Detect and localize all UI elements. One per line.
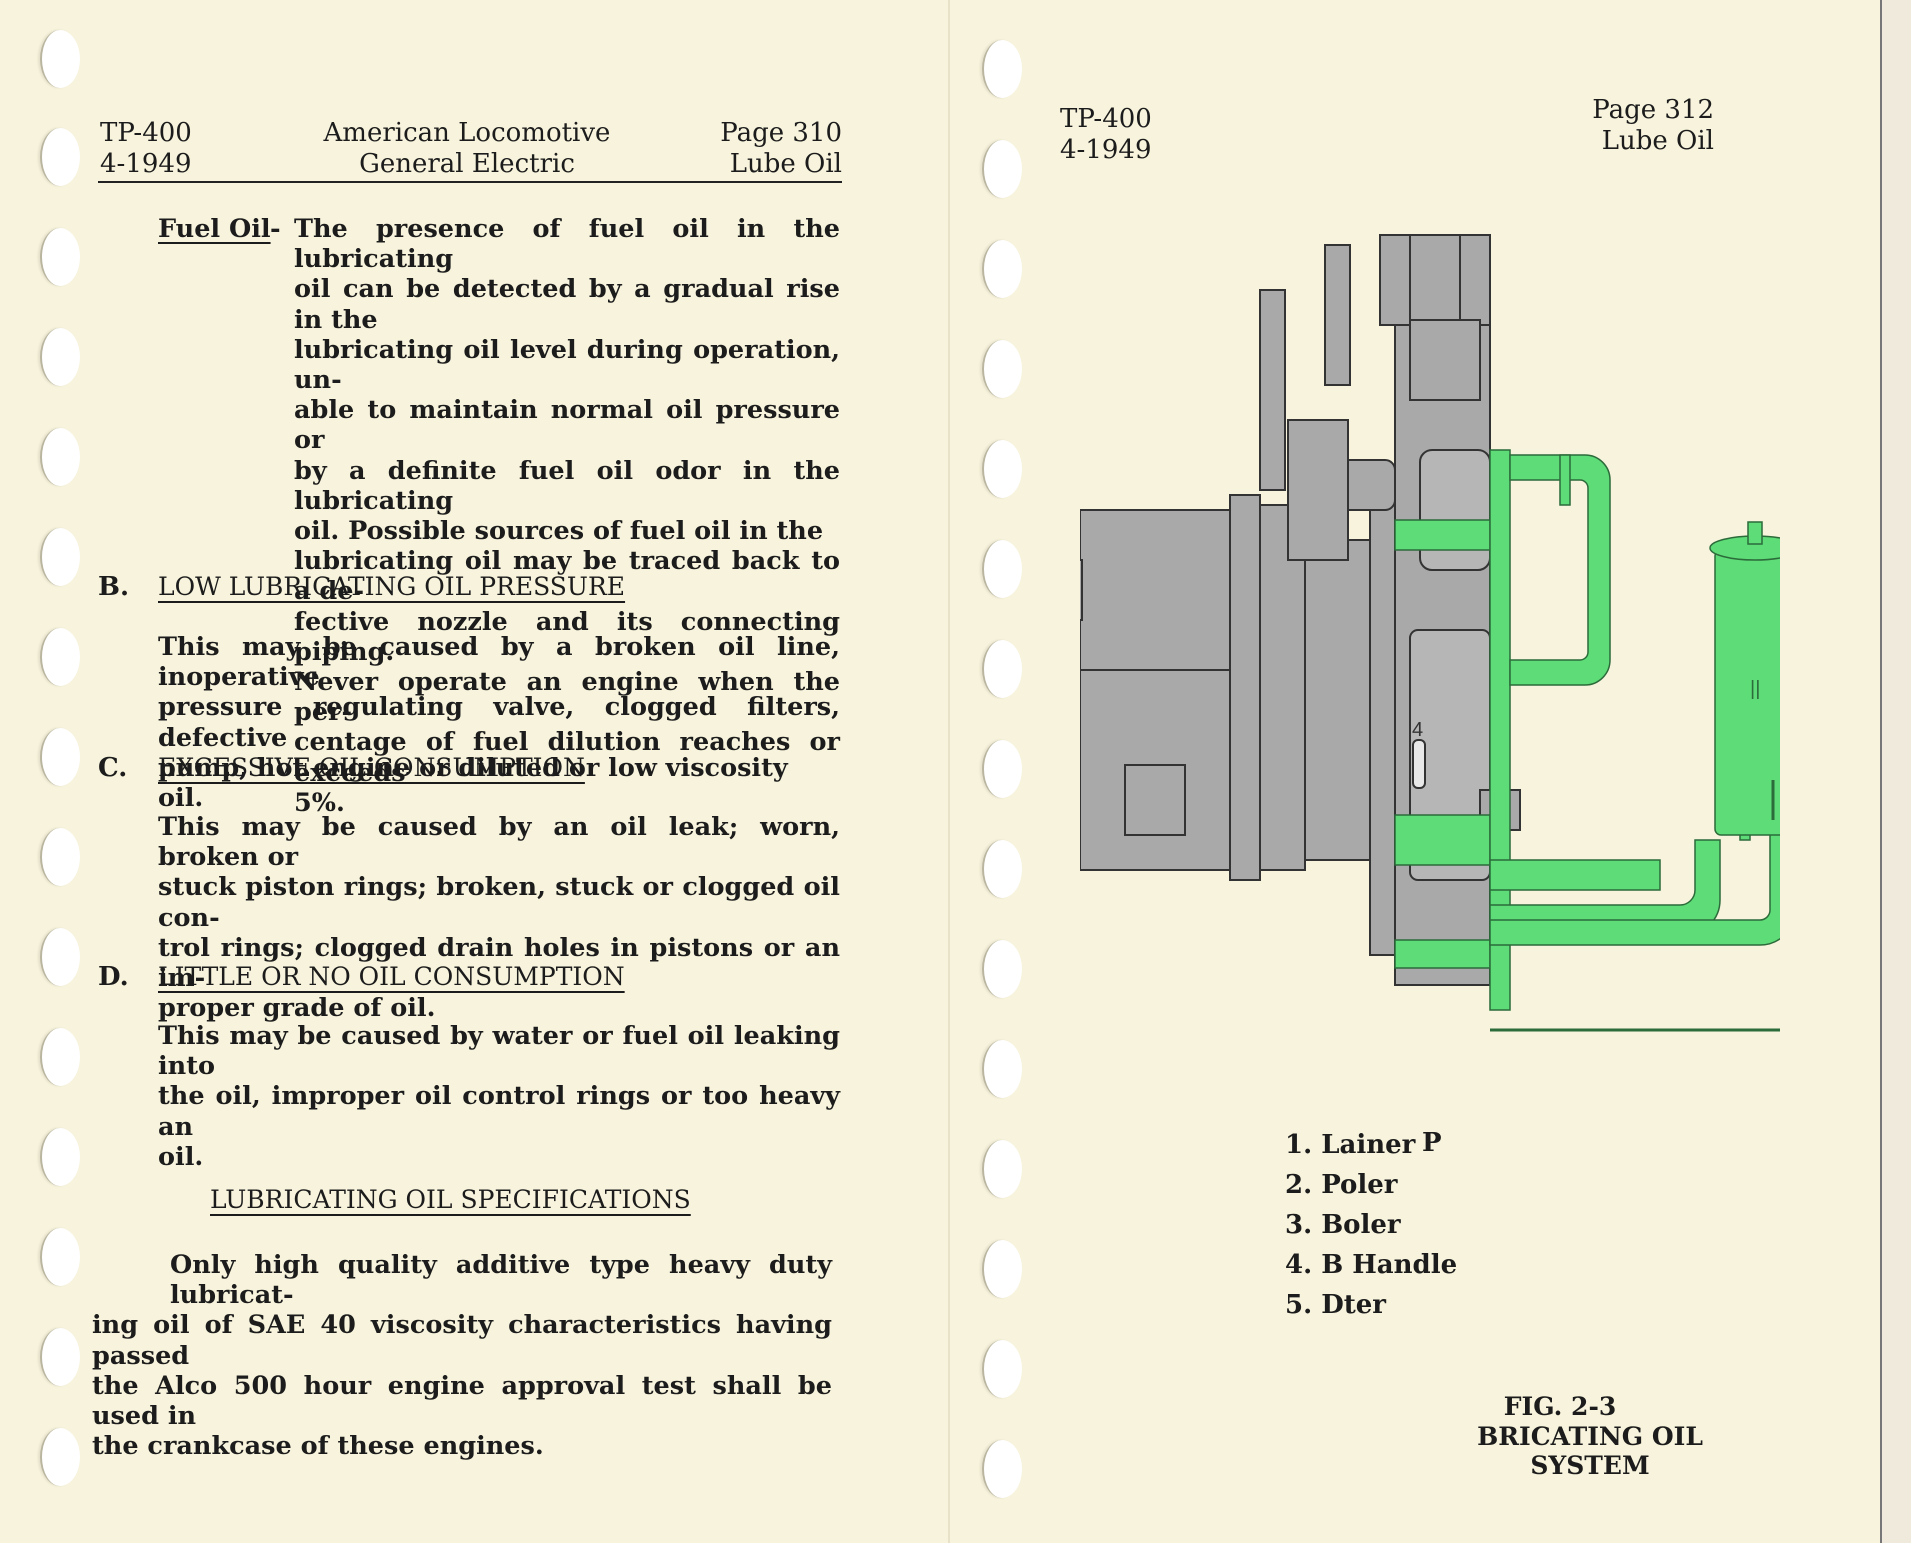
text-line: This may be caused by water or fuel oil … bbox=[158, 1021, 840, 1082]
legend-item-2: 2. Poler bbox=[1285, 1170, 1398, 1200]
binder-hole bbox=[982, 640, 1022, 698]
binder-hole bbox=[982, 440, 1022, 498]
binder-hole bbox=[982, 540, 1022, 598]
page-topic: Lube Oil bbox=[1601, 126, 1714, 156]
binder-edge bbox=[1880, 0, 1911, 1543]
binder-hole bbox=[982, 740, 1022, 798]
binder-hole bbox=[40, 828, 80, 886]
drain-handle: 4 bbox=[1412, 719, 1426, 789]
text-line: The presence of fuel oil in the lubricat… bbox=[294, 214, 840, 275]
fuel-oil-label: Fuel Oil bbox=[158, 214, 271, 244]
page-topic: Lube Oil bbox=[729, 149, 842, 179]
diagram-label-4: 4 bbox=[1412, 719, 1423, 741]
return-line bbox=[1490, 541, 1780, 1032]
text-line: pressure regulating valve, clogged filte… bbox=[158, 692, 840, 753]
binder-hole bbox=[40, 528, 80, 586]
legend-item-4: 4. B Handle bbox=[1285, 1250, 1458, 1280]
legend-item-1: 1. Lainer bbox=[1285, 1130, 1416, 1160]
text-line: lubricating oil level during operation, … bbox=[294, 334, 840, 396]
text-line: pump, hot engine or diluted or low visco… bbox=[158, 752, 788, 814]
text-line: the Alco 500 hour engine approval test s… bbox=[92, 1370, 832, 1432]
text-line: by a definite fuel oil odor in the lubri… bbox=[294, 455, 840, 516]
binder-hole bbox=[982, 1340, 1022, 1398]
specs-paragraph: Only high quality additive type heavy du… bbox=[92, 1250, 832, 1461]
binder-hole bbox=[40, 1428, 80, 1486]
text-line: trol rings; clogged drain holes in pisto… bbox=[158, 932, 840, 994]
binder-hole bbox=[982, 1440, 1022, 1498]
binder-hole bbox=[982, 1240, 1022, 1298]
header-rule bbox=[98, 181, 842, 183]
binder-hole bbox=[982, 840, 1022, 898]
binder-hole bbox=[982, 1040, 1022, 1098]
text-line: centage of fuel dilution reaches or exce… bbox=[294, 727, 840, 788]
binder-hole bbox=[40, 628, 80, 686]
text-line: This may be caused by a broken oil line,… bbox=[158, 632, 840, 693]
text-line: fective nozzle and its connecting piping… bbox=[294, 606, 840, 667]
binder-hole bbox=[982, 40, 1022, 98]
section-title-b: LOW LUBRICATING OIL PRESSURE bbox=[158, 572, 626, 601]
binder-hole bbox=[982, 240, 1022, 298]
section-title-d: LITTLE OR NO OIL CONSUMPTION bbox=[158, 962, 625, 991]
binder-hole bbox=[40, 428, 80, 486]
text-line: Never operate an engine when the per- bbox=[294, 667, 840, 728]
binder-hole bbox=[982, 940, 1022, 998]
binder-hole bbox=[40, 1228, 80, 1286]
legend-stray-letter: P bbox=[1422, 1128, 1442, 1158]
company-line1: American Locomotive bbox=[323, 118, 611, 148]
text-line: oil. Possible sources of fuel oil in the bbox=[294, 516, 824, 547]
binder-hole bbox=[40, 728, 80, 786]
binder-hole bbox=[40, 128, 80, 186]
diagram-label-11: || bbox=[1750, 678, 1760, 700]
binder-hole bbox=[982, 340, 1022, 398]
figure-number: FIG. 2-3 bbox=[1503, 1392, 1617, 1421]
text-line: oil. bbox=[158, 1141, 204, 1172]
doc-date: 4-1949 bbox=[1060, 135, 1152, 165]
company-line2: General Electric bbox=[359, 149, 575, 179]
legend-item-5: 5. Dter bbox=[1285, 1290, 1386, 1320]
text-line: This may be caused by an oil leak; worn,… bbox=[158, 812, 840, 873]
text-line: 5%. bbox=[294, 787, 345, 818]
text-line: ing oil of SAE 40 viscosity characterist… bbox=[92, 1310, 832, 1371]
section-letter-b: B. bbox=[98, 572, 130, 602]
text-line: oil can be detected by a gradual rise in… bbox=[294, 274, 840, 335]
section-d-paragraph: This may be caused by water or fuel oil … bbox=[158, 1021, 840, 1172]
text-line: able to maintain normal oil pressure or bbox=[294, 395, 840, 456]
specs-title: LUBRICATING OIL SPECIFICATIONS bbox=[210, 1185, 691, 1214]
binder-hole bbox=[40, 328, 80, 386]
text-line: proper grade of oil. bbox=[158, 993, 436, 1024]
oil-piping bbox=[1394, 449, 1780, 1011]
doc-date: 4-1949 bbox=[100, 149, 192, 179]
section-title-c: EXCESSIVE OIL CONSUMPTION bbox=[158, 753, 585, 782]
engine-generator bbox=[1080, 244, 1396, 956]
doc-number: TP-400 bbox=[1060, 104, 1152, 134]
section-b-paragraph: This may be caused by a broken oil line,… bbox=[158, 632, 840, 813]
fuel-oil-dash: - bbox=[270, 214, 281, 244]
binder-hole bbox=[40, 1028, 80, 1086]
right-page: TP-400 4-1949 Page 312 Lube Oil bbox=[950, 0, 1880, 1543]
doc-number: TP-400 bbox=[100, 118, 192, 148]
lubricating-oil-system-diagram: 4 || bbox=[1080, 234, 1780, 1032]
binder-hole bbox=[40, 30, 80, 88]
binder-hole bbox=[40, 1128, 80, 1186]
binder-hole bbox=[40, 228, 80, 286]
text-line: lubricating oil may be traced back to a … bbox=[294, 546, 840, 607]
section-c-paragraph: This may be caused by an oil leak; worn,… bbox=[158, 812, 840, 1023]
binder-hole bbox=[40, 1328, 80, 1386]
text-line: stuck piston rings; broken, stuck or clo… bbox=[158, 872, 840, 933]
text-line: the oil, improper oil control rings or t… bbox=[158, 1081, 840, 1142]
text-line: the crankcase of these engines. bbox=[92, 1431, 544, 1462]
section-letter-d: D. bbox=[98, 962, 129, 992]
figure-caption: BRICATING OIL SYSTEM bbox=[1477, 1422, 1703, 1480]
legend-item-3: 3. Boler bbox=[1285, 1210, 1401, 1240]
binder-hole bbox=[982, 1140, 1022, 1198]
page-number: Page 312 bbox=[1592, 95, 1714, 125]
fuel-oil-paragraph: The presence of fuel oil in the lubricat… bbox=[294, 214, 840, 818]
section-letter-c: C. bbox=[98, 753, 128, 783]
binder-hole bbox=[982, 140, 1022, 198]
left-page: TP-400 4-1949 American Locomotive Genera… bbox=[0, 0, 950, 1543]
page-number: Page 310 bbox=[720, 118, 842, 148]
binder-hole bbox=[40, 928, 80, 986]
text-line: Only high quality additive type heavy du… bbox=[170, 1250, 832, 1311]
